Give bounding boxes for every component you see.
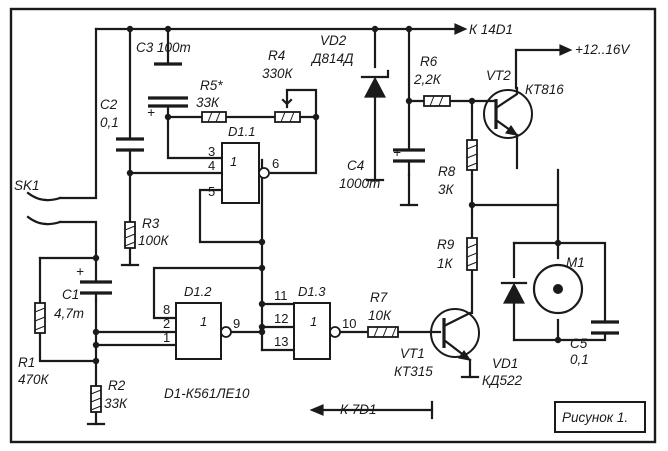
pin-9: 9: [233, 316, 240, 331]
r1-name: R1: [18, 355, 35, 370]
ground-symbols: [86, 178, 480, 426]
diode-vd1: [500, 281, 528, 304]
c2-name: C2: [100, 97, 118, 112]
drawing-frame: [9, 7, 657, 444]
pin-numbers: 3 4 5 6 8 2 1 9 11 12 13 10: [163, 144, 356, 349]
pin-6: 6: [272, 156, 279, 171]
resistor-r4: [274, 98, 301, 123]
pin-1: 1: [163, 330, 170, 345]
zener-diode-vd2: [360, 69, 390, 98]
gate-d1-3: [293, 302, 341, 360]
r7-name: R7: [370, 290, 388, 305]
resistor-r6: [423, 95, 451, 107]
vt2-name: VT2: [486, 68, 511, 83]
m1-name: M1: [566, 255, 585, 270]
positive-supply-label: +12..16V: [575, 42, 631, 57]
figure-caption: Рисунок 1.: [562, 410, 628, 425]
r4-name: R4: [268, 48, 285, 63]
connector-sk1: [26, 191, 62, 226]
vd2-value: Д814Д: [310, 51, 354, 66]
r2-name: R2: [108, 378, 126, 393]
c4-polarity: +: [393, 145, 401, 160]
component-labels: К 14D1 +12..16V К 7D1 C3 100m + C2 0,1 C…: [14, 22, 631, 417]
arrow-ground-pin: [309, 400, 434, 420]
r8-name: R8: [438, 164, 456, 179]
d1-3-symbol: 1: [310, 314, 317, 329]
resistor-r3: [124, 221, 136, 249]
r9-name: R9: [437, 237, 455, 252]
capacitor-c1: [80, 280, 112, 302]
resistor-r1: [34, 302, 46, 334]
wiring: [38, 27, 607, 426]
r5-name: R5*: [200, 78, 223, 93]
d1-2-name: D1.2: [184, 284, 212, 299]
pin-2: 2: [163, 316, 170, 331]
r5-value: 33К: [196, 95, 220, 110]
ground-pin-label: К 7D1: [340, 402, 376, 417]
pin-10: 10: [342, 316, 356, 331]
r6-value: 2,2К: [413, 72, 442, 87]
capacitor-c2: [116, 137, 144, 152]
vt1-name: VT1: [400, 346, 425, 361]
capacitor-c4: [393, 148, 425, 177]
resistor-r7: [367, 326, 399, 338]
caption-box: Рисунок 1.: [554, 401, 646, 433]
r3-value: 100К: [138, 233, 170, 248]
pin-11: 11: [274, 288, 288, 303]
c3-label: C3 100m: [136, 40, 191, 55]
capacitor-c3: [148, 62, 188, 108]
gate-d1-2: [175, 302, 232, 360]
r1-value: 470К: [18, 372, 50, 387]
resistor-r2: [90, 385, 102, 413]
pin-12: 12: [274, 311, 288, 326]
motor-m1: [532, 263, 584, 315]
arrow-power-pin: [454, 23, 468, 35]
pin-4: 4: [208, 158, 215, 173]
resistor-r5: [201, 111, 227, 123]
pin-8: 8: [163, 302, 170, 317]
d1-2-symbol: 1: [200, 314, 207, 329]
r7-value: 10К: [368, 308, 392, 323]
c1-value: 4,7m: [54, 306, 84, 321]
arrow-positive-supply: [559, 44, 573, 56]
c1-name: C1: [62, 287, 79, 302]
resistor-r9: [466, 237, 478, 271]
d1-1-name: D1.1: [228, 124, 255, 139]
vd1-value: КД522: [482, 373, 522, 388]
r3-name: R3: [142, 216, 160, 231]
vd2-name: VD2: [320, 33, 347, 48]
transistor-vt1: [430, 308, 480, 362]
ic-series-label: D1-К561ЛЕ10: [164, 386, 250, 401]
c3-polarity: +: [147, 105, 155, 120]
transistor-vt2: [483, 86, 533, 139]
vt1-value: КТ315: [394, 364, 433, 379]
d1-3-name: D1.3: [298, 284, 326, 299]
sk1-name: SK1: [14, 178, 40, 193]
vt2-value: КТ816: [525, 82, 564, 97]
pin-3: 3: [208, 144, 215, 159]
power-pin-label: К 14D1: [469, 22, 513, 37]
resistor-r8: [466, 139, 478, 171]
vd1-name: VD1: [492, 356, 518, 371]
r6-name: R6: [420, 54, 438, 69]
c5-name: C5: [570, 336, 588, 351]
capacitor-c5: [591, 320, 619, 335]
c5-value: 0,1: [570, 352, 589, 367]
gate-d1-1: [221, 142, 270, 204]
pin-13: 13: [274, 334, 288, 349]
r4-value: 330К: [262, 66, 294, 81]
r8-value: 3К: [438, 182, 455, 197]
c2-value: 0,1: [100, 115, 119, 130]
d1-1-symbol: 1: [230, 154, 237, 169]
pin-5: 5: [208, 184, 215, 199]
c4-value: 1000m: [339, 176, 380, 191]
r9-value: 1К: [437, 256, 454, 271]
junction-dots: [92, 25, 562, 365]
c1-polarity: +: [76, 264, 84, 279]
c4-name: C4: [347, 158, 364, 173]
r2-value: 33К: [104, 396, 128, 411]
